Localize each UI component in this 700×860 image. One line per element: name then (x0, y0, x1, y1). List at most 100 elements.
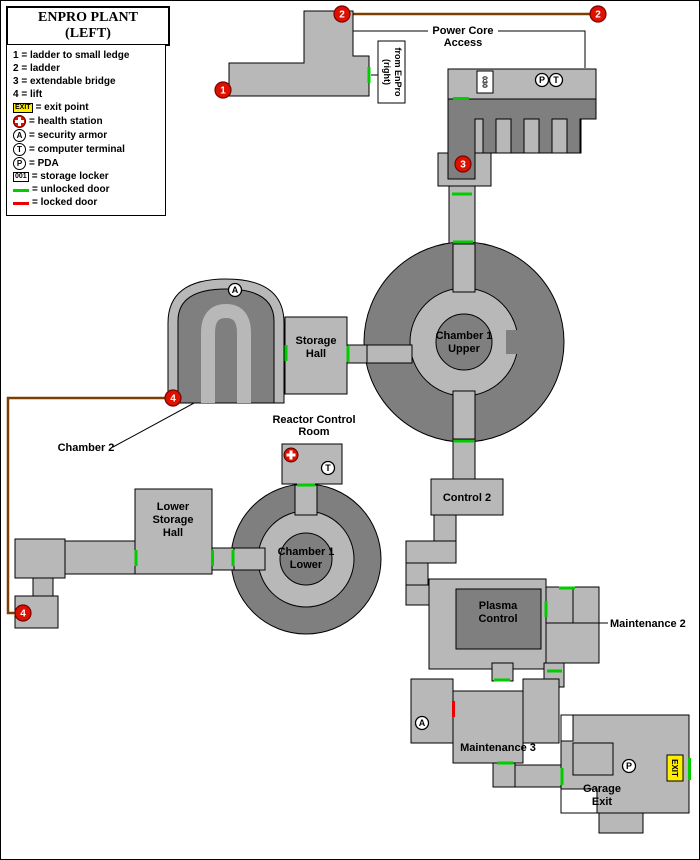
exit-badge-icon: EXIT (13, 103, 33, 113)
locked-door-icon (13, 201, 29, 205)
reactor-control-label: Reactor Control (272, 414, 355, 426)
storage-hall-room (284, 316, 348, 395)
marker-ladder-ledge-1: 1 (214, 81, 232, 99)
legend-item-lift: 4 = lift (13, 89, 43, 100)
svg-text:2: 2 (595, 10, 601, 21)
maintenance3-west-room (410, 678, 454, 744)
chamber1-lower-west-walk (232, 547, 266, 571)
chamber1-upper-core (435, 313, 493, 371)
legend-item-terminal: T = computer terminal (13, 143, 162, 156)
marker-ladder-2a: 2 (333, 5, 351, 23)
from-enpro-box (377, 40, 406, 104)
computer-terminal-icon: T (13, 143, 26, 156)
svg-text:P: P (626, 761, 632, 771)
lower-storage-hall-room (134, 488, 213, 575)
legend-item-locked-door: = locked door (13, 197, 162, 209)
storage-hall-label: Storage (296, 335, 337, 347)
chamber1-upper-label2: Upper (448, 343, 481, 355)
chamber1-upper (363, 241, 565, 443)
unlocked-door-icon (13, 188, 29, 192)
legend-item-bridge: 3 = extendable bridge (13, 76, 116, 87)
svg-text:A: A (232, 285, 239, 295)
chamber1-lower-label: Chamber 1 (278, 546, 335, 558)
control2-room (430, 478, 504, 516)
chamber2-structure (167, 278, 285, 404)
terminal-marker: T (548, 72, 564, 88)
chamber2-walkway (201, 303, 251, 403)
chamber1-lower (230, 483, 382, 635)
corridor-chamber-control2 (452, 438, 476, 482)
legend-item-ladder-ledge: 1 = ladder to small ledge (13, 50, 130, 61)
legend-item-health: = health station (13, 115, 162, 128)
svg-text:T: T (325, 463, 331, 473)
svg-text:1: 1 (220, 86, 226, 97)
security-armor-icon: A (13, 129, 26, 142)
garage-exit-label: Garage (583, 783, 621, 795)
corridor-storagehall-chamber (346, 344, 368, 364)
legend-item-ladder: 2 = ladder (13, 63, 60, 74)
garage-south-extension (598, 812, 644, 834)
armor-marker: A (414, 715, 430, 731)
chamber1-lower-north-walk (294, 484, 318, 516)
doors (134, 67, 691, 785)
marker-ladder-2b: 2 (589, 5, 607, 23)
storage-locker-box (476, 70, 494, 94)
plasma-control-label2: Control (478, 613, 517, 625)
marker-lift-4a: 4 (164, 389, 182, 407)
chamber1-lower-core (279, 532, 333, 586)
west-neck (32, 577, 54, 599)
garage-exit-label2: Exit (592, 796, 613, 808)
lift-path-left (6, 396, 167, 615)
svg-text:(right): (right) (382, 59, 392, 85)
health-station-marker (283, 447, 299, 463)
storage-locker-030: 030 (476, 70, 494, 94)
terminal-marker: T (320, 460, 336, 476)
maintenance2-label: Maintenance 2 (610, 618, 686, 630)
legend: 1 = ladder to small ledge 2 = ladder 3 =… (6, 44, 166, 216)
marker-lift-4b: 4 (14, 604, 32, 622)
chamber1-upper-ring-gap (506, 330, 532, 354)
maintenance3-label: Maintenance 3 (460, 742, 536, 754)
legend-item-unlocked-door: = unlocked door (13, 184, 162, 196)
chamber1-lower-label2: Lower (290, 559, 323, 571)
exit-badge-text: EXIT (670, 759, 679, 777)
storage-hall-label2: Hall (306, 348, 326, 360)
map-title: ENPRO PLANT (LEFT) (6, 6, 170, 46)
power-core-label2: Access (444, 37, 483, 49)
legend-item-pda: P = PDA (13, 157, 162, 170)
legend-item-locker: 001 = storage locker (13, 171, 109, 182)
lower-storage-hall-label2: Storage (153, 514, 194, 526)
power-core-dark-structure (447, 98, 597, 180)
reactor-control-label2: Room (298, 426, 329, 438)
control2-label: Control 2 (443, 492, 491, 504)
lower-storage-hall-label: Lower (157, 501, 190, 513)
health-station-icon (13, 115, 26, 128)
legend-item-exit: EXIT = exit point (13, 102, 89, 113)
svg-text:from EnPro: from EnPro (393, 47, 403, 97)
svg-text:A: A (419, 718, 426, 728)
chamber2-label: Chamber 2 (58, 442, 115, 454)
chamber1-upper-south-walk (452, 390, 476, 442)
svg-text:T: T (553, 75, 559, 85)
legend-item-armor: A = security armor (13, 129, 162, 142)
chamber1-upper-west-walk (365, 344, 413, 364)
power-core-label: Power Core (432, 25, 493, 37)
power-core-pointer-line (353, 30, 586, 68)
svg-text:4: 4 (20, 609, 26, 620)
power-core-access-room (447, 68, 597, 100)
maintenance3-east-room (522, 678, 560, 744)
corridor-hall-chamber-lower (211, 547, 235, 571)
maintenance3-center-room (452, 690, 524, 764)
garage-inner-walls (572, 742, 614, 776)
storage-locker-icon: 001 (13, 172, 29, 182)
west-room (14, 538, 66, 579)
chamber1-upper-north-walk (452, 243, 476, 293)
svg-text:3: 3 (460, 160, 466, 171)
from-enpro-label: from EnPro (right) (382, 47, 403, 97)
corridor-maint3-garage (514, 764, 564, 788)
pda-icon: P (13, 157, 26, 170)
exit-badge-box (666, 754, 684, 782)
west-corridor (64, 540, 136, 575)
